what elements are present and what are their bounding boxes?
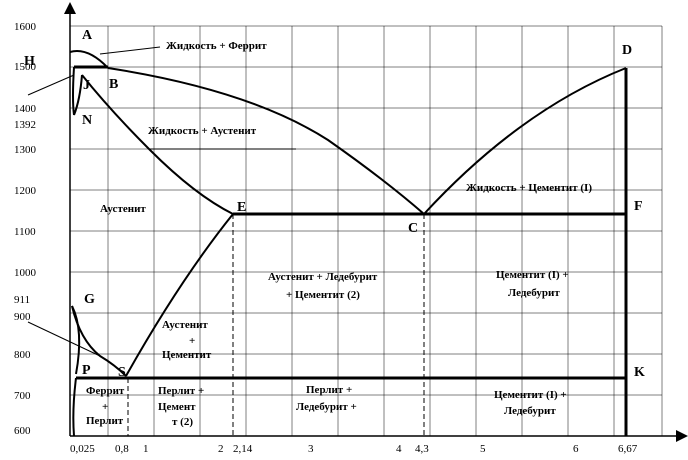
region-cementite-ledeburite-lower-line1: Цементит (I) + [494,389,567,401]
point-P: P [82,363,91,378]
solidus-JE [81,74,234,215]
region-austenite-cementite-line1: Аустенит [162,319,208,331]
x-tick-4-3: 4,3 [415,443,429,455]
x-tick-0-8: 0,8 [115,443,129,455]
region-pearlite-cementite-line2: Цемент [158,401,196,413]
point-F: F [634,199,643,214]
y-tick-900: 900 [14,311,31,323]
y-tick-700: 700 [14,390,31,402]
y-tick-labels: 1600 1500 1400 1392 1300 1200 1100 1000 … [14,21,37,437]
x-tick-0-025: 0,025 [70,443,95,455]
x-tick-5: 5 [480,443,486,455]
y-tick-1400: 1400 [14,103,37,115]
region-liquid-austenite: Жидкость + Аустенит [148,125,257,137]
region-pearlite-ledeburite-line2: Ледебурит + [296,401,357,413]
liquidus-AB [69,50,109,69]
liquidus-BC [107,67,425,215]
y-tick-1100: 1100 [14,226,36,238]
region-ferrite-pearlite-line1: Феррит [86,385,125,397]
point-D: D [622,43,632,58]
region-pearlite-cementite-line1: Перлит + [158,385,204,397]
region-cementite-ledeburite-line1: Цементит (I) + [496,269,569,281]
y-tick-911: 911 [14,294,30,306]
point-H: H [24,54,35,69]
x-tick-1: 1 [143,443,149,455]
y-tick-1200: 1200 [14,185,37,197]
phase-lines [27,46,628,437]
region-liquid-ferrite: Жидкость + Феррит [166,40,267,52]
x-tick-2: 2 [218,443,224,455]
line-GP [71,305,81,375]
point-N: N [82,113,92,128]
horizontal-grid [70,25,662,396]
leader-upper-left [27,74,75,96]
line-PQ [72,377,77,437]
region-austenite-cementite-line3: Цементит [162,349,212,361]
region-austenite-ledeburite-line2: + Цементит (2) [286,289,360,301]
region-austenite-cementite-line2: + [189,335,195,347]
y-tick-1392: 1392 [14,119,36,131]
point-K: K [634,365,645,380]
line-JN [73,74,83,116]
x-tick-3: 3 [308,443,314,455]
y-tick-1600: 1600 [14,21,37,33]
region-cementite-ledeburite-line2: Ледебурит [508,287,560,299]
x-tick-6: 6 [573,443,579,455]
x-tick-4: 4 [396,443,402,455]
point-A: A [82,28,93,43]
leader-liquid-ferrite [99,46,161,55]
x-tick-labels: 0,025 0,8 1 2 2,14 3 4 4,3 5 6 6,67 [70,443,638,455]
x-tick-6-67: 6,67 [618,443,638,455]
y-tick-800: 800 [14,349,31,361]
point-J: J [83,78,90,93]
region-liquid-cementite: Жидкость + Цементит (I) [466,182,592,194]
y-tick-600: 600 [14,425,31,437]
x-tick-2-14: 2,14 [233,443,253,455]
line-HN [72,66,75,116]
y-tick-1300: 1300 [14,144,37,156]
region-austenite-ledeburite-line1: Аустенит + Ледебурит [268,271,378,283]
region-ferrite-pearlite-line2: + [102,401,108,413]
y-tick-1500: 1500 [14,61,37,73]
liquidus-CD [423,67,627,215]
point-E: E [237,200,246,215]
region-ferrite-pearlite-line3: Перлит [86,415,124,427]
point-B: B [109,77,118,92]
region-cementite-ledeburite-lower-line2: Ледебурит [504,405,556,417]
point-C: C [408,221,418,236]
leader-lower-left [27,321,101,357]
region-austenite: Аустенит [100,203,146,215]
point-S: S [118,365,126,380]
point-G: G [84,292,95,307]
point-labels: A H J B N D E C F G P S K [24,28,645,380]
region-pearlite-ledeburite-line1: Перлит + [306,384,352,396]
solvus-ES [125,213,234,377]
region-labels: Жидкость + Феррит Жидкость + Аустенит Жи… [86,40,592,428]
region-pearlite-cementite-line3: т (2) [172,416,193,428]
vertical-grid [107,26,663,436]
y-tick-1000: 1000 [14,267,37,279]
